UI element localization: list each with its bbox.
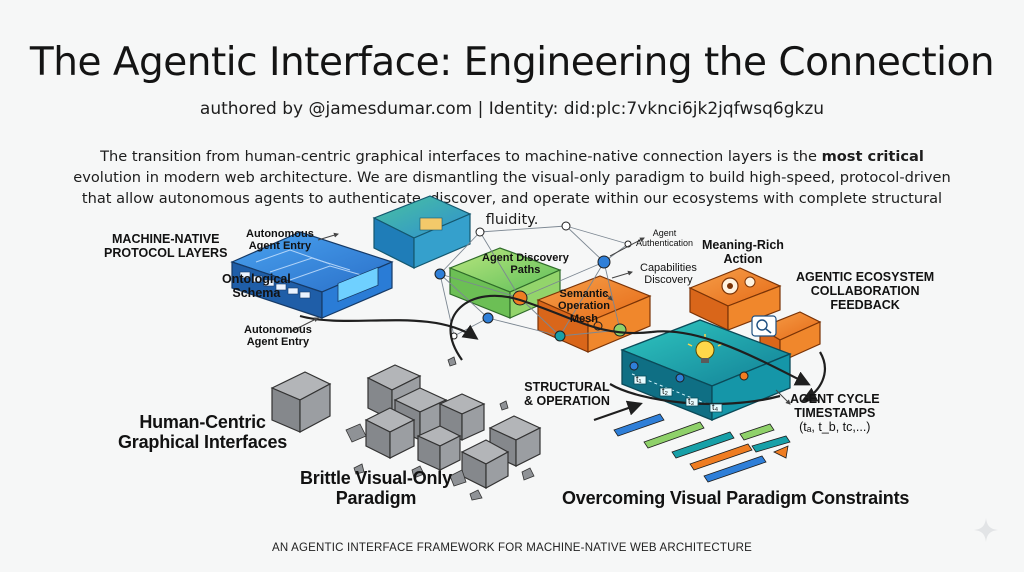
network-nodes — [434, 221, 749, 383]
lightbulb-icon — [687, 334, 723, 363]
intro-line-3: that allow autonomous agents to authenti… — [81, 190, 943, 228]
page-title: The Agentic Interface: Engineering the C… — [29, 40, 995, 85]
schema-grid — [239, 271, 311, 299]
label-overcoming-constraints: Overcoming Visual Paradigm Constraints — [562, 488, 910, 508]
label-structural-operation: STRUCTURAL& OPERATION — [524, 380, 610, 408]
rubble-blocks — [270, 356, 542, 501]
intro-line-2: evolution in modern web architecture. We… — [73, 169, 951, 186]
rubble-block-1 — [270, 371, 332, 433]
tick-label-2: t₂ — [662, 386, 668, 396]
rubble-block-6 — [416, 425, 462, 471]
intro-paragraph: The transition from human-centric graphi… — [60, 146, 964, 230]
rubble-chips — [345, 356, 535, 501]
tick-label-3: t₃ — [688, 396, 695, 406]
protocol-layers-block — [230, 231, 394, 319]
tick-label-1: t₁ — [636, 374, 642, 384]
tick-label-4: t₄ — [712, 402, 719, 412]
rubble-block-7 — [488, 415, 542, 467]
footer-caption: AN AGENTIC INTERFACE FRAMEWORK FOR MACHI… — [271, 542, 753, 554]
magnifier-icon — [751, 315, 777, 337]
data-pulse-arrows — [613, 413, 791, 483]
discovery-block — [372, 195, 562, 319]
rubble-block-8 — [460, 439, 510, 490]
intro-line-1: The transition from human-centric graphi… — [100, 148, 924, 165]
sparkle-icon — [974, 518, 998, 542]
intro-emphasis: most critical — [821, 148, 924, 165]
byline: authored by @jamesdumar.com | Identity: … — [199, 99, 825, 119]
rubble-block-5 — [364, 407, 416, 459]
thin-arrows — [289, 232, 791, 405]
circuit-pattern — [255, 249, 373, 281]
timestamp-ticks — [633, 375, 723, 413]
flow-arrows — [299, 294, 826, 422]
gear-icon — [721, 276, 756, 295]
